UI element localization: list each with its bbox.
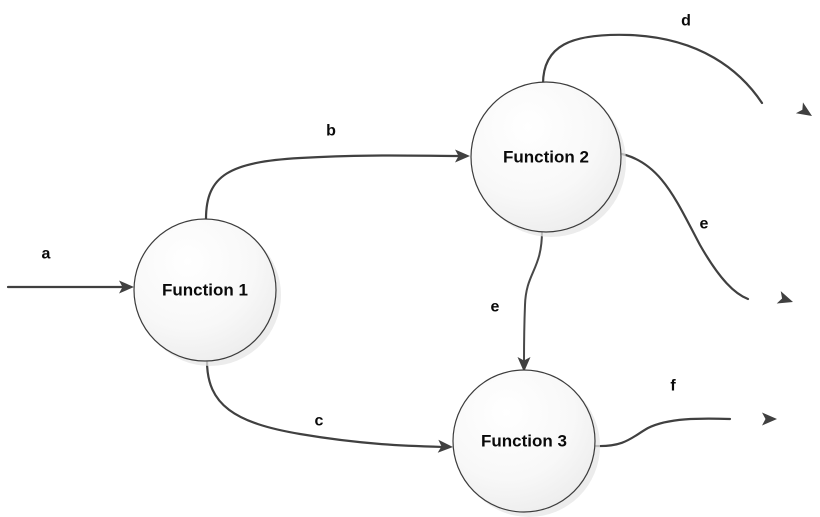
arrow-c: [437, 439, 453, 453]
arrow-b: [455, 149, 470, 163]
arrow-e-vertical: [517, 357, 531, 372]
arrow-e-right: [776, 291, 793, 304]
function-3-label: Function 3: [481, 432, 567, 451]
edge-d-path: [541, 33, 764, 105]
edge-label-d: d: [681, 13, 691, 30]
edge-e-right-path: [615, 151, 750, 301]
arrow-d: [795, 102, 812, 116]
function-2-label: Function 2: [503, 148, 589, 167]
edge-label-f: f: [670, 378, 676, 395]
edge-labels-layer: a b c d e e f: [42, 13, 709, 430]
edge-f-path: [594, 417, 732, 448]
node-function-3[interactable]: Function 3: [452, 369, 600, 517]
function-3-circle[interactable]: [452, 369, 596, 513]
edge-label-a: a: [42, 246, 51, 263]
node-function-1[interactable]: Function 1: [133, 218, 281, 366]
edge-e-vertical-path: [523, 230, 543, 363]
edge-c-path: [205, 359, 447, 449]
edge-label-e-vertical: e: [491, 299, 500, 316]
function-2-circle[interactable]: [470, 81, 622, 233]
arrowheads-layer: [119, 102, 812, 453]
arrow-f: [762, 412, 777, 426]
edge-label-b: b: [326, 123, 336, 140]
edge-label-e-right: e: [700, 216, 709, 233]
edge-label-c: c: [315, 413, 324, 430]
arrow-a: [119, 280, 134, 294]
function-1-circle[interactable]: [133, 218, 277, 362]
edges-layer: [6, 33, 764, 449]
node-function-2[interactable]: Function 2: [470, 81, 626, 237]
function-1-label: Function 1: [162, 281, 248, 300]
edge-b-path: [204, 154, 464, 221]
